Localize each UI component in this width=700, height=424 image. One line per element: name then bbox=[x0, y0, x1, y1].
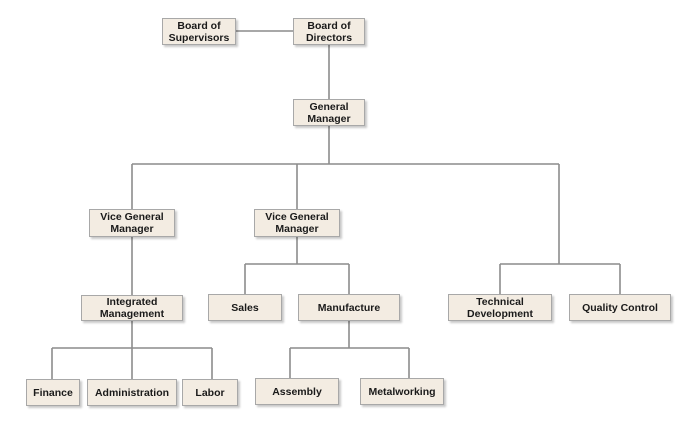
node-administration: Administration bbox=[87, 379, 177, 406]
node-vice-general-manager-left: Vice General Manager bbox=[89, 209, 175, 237]
node-general-manager: General Manager bbox=[293, 99, 365, 126]
node-vice-general-manager-middle: Vice General Manager bbox=[254, 209, 340, 237]
node-metalworking: Metalworking bbox=[360, 378, 444, 405]
node-manufacture: Manufacture bbox=[298, 294, 400, 321]
node-technical-development: Technical Development bbox=[448, 294, 552, 321]
node-assembly: Assembly bbox=[255, 378, 339, 405]
node-finance: Finance bbox=[26, 379, 80, 406]
node-board-of-directors: Board of Directors bbox=[293, 18, 365, 45]
node-quality-control: Quality Control bbox=[569, 294, 671, 321]
node-board-of-supervisors: Board of Supervisors bbox=[162, 18, 236, 45]
node-integrated-management: Integrated Management bbox=[81, 295, 183, 321]
node-labor: Labor bbox=[182, 379, 238, 406]
node-sales: Sales bbox=[208, 294, 282, 321]
